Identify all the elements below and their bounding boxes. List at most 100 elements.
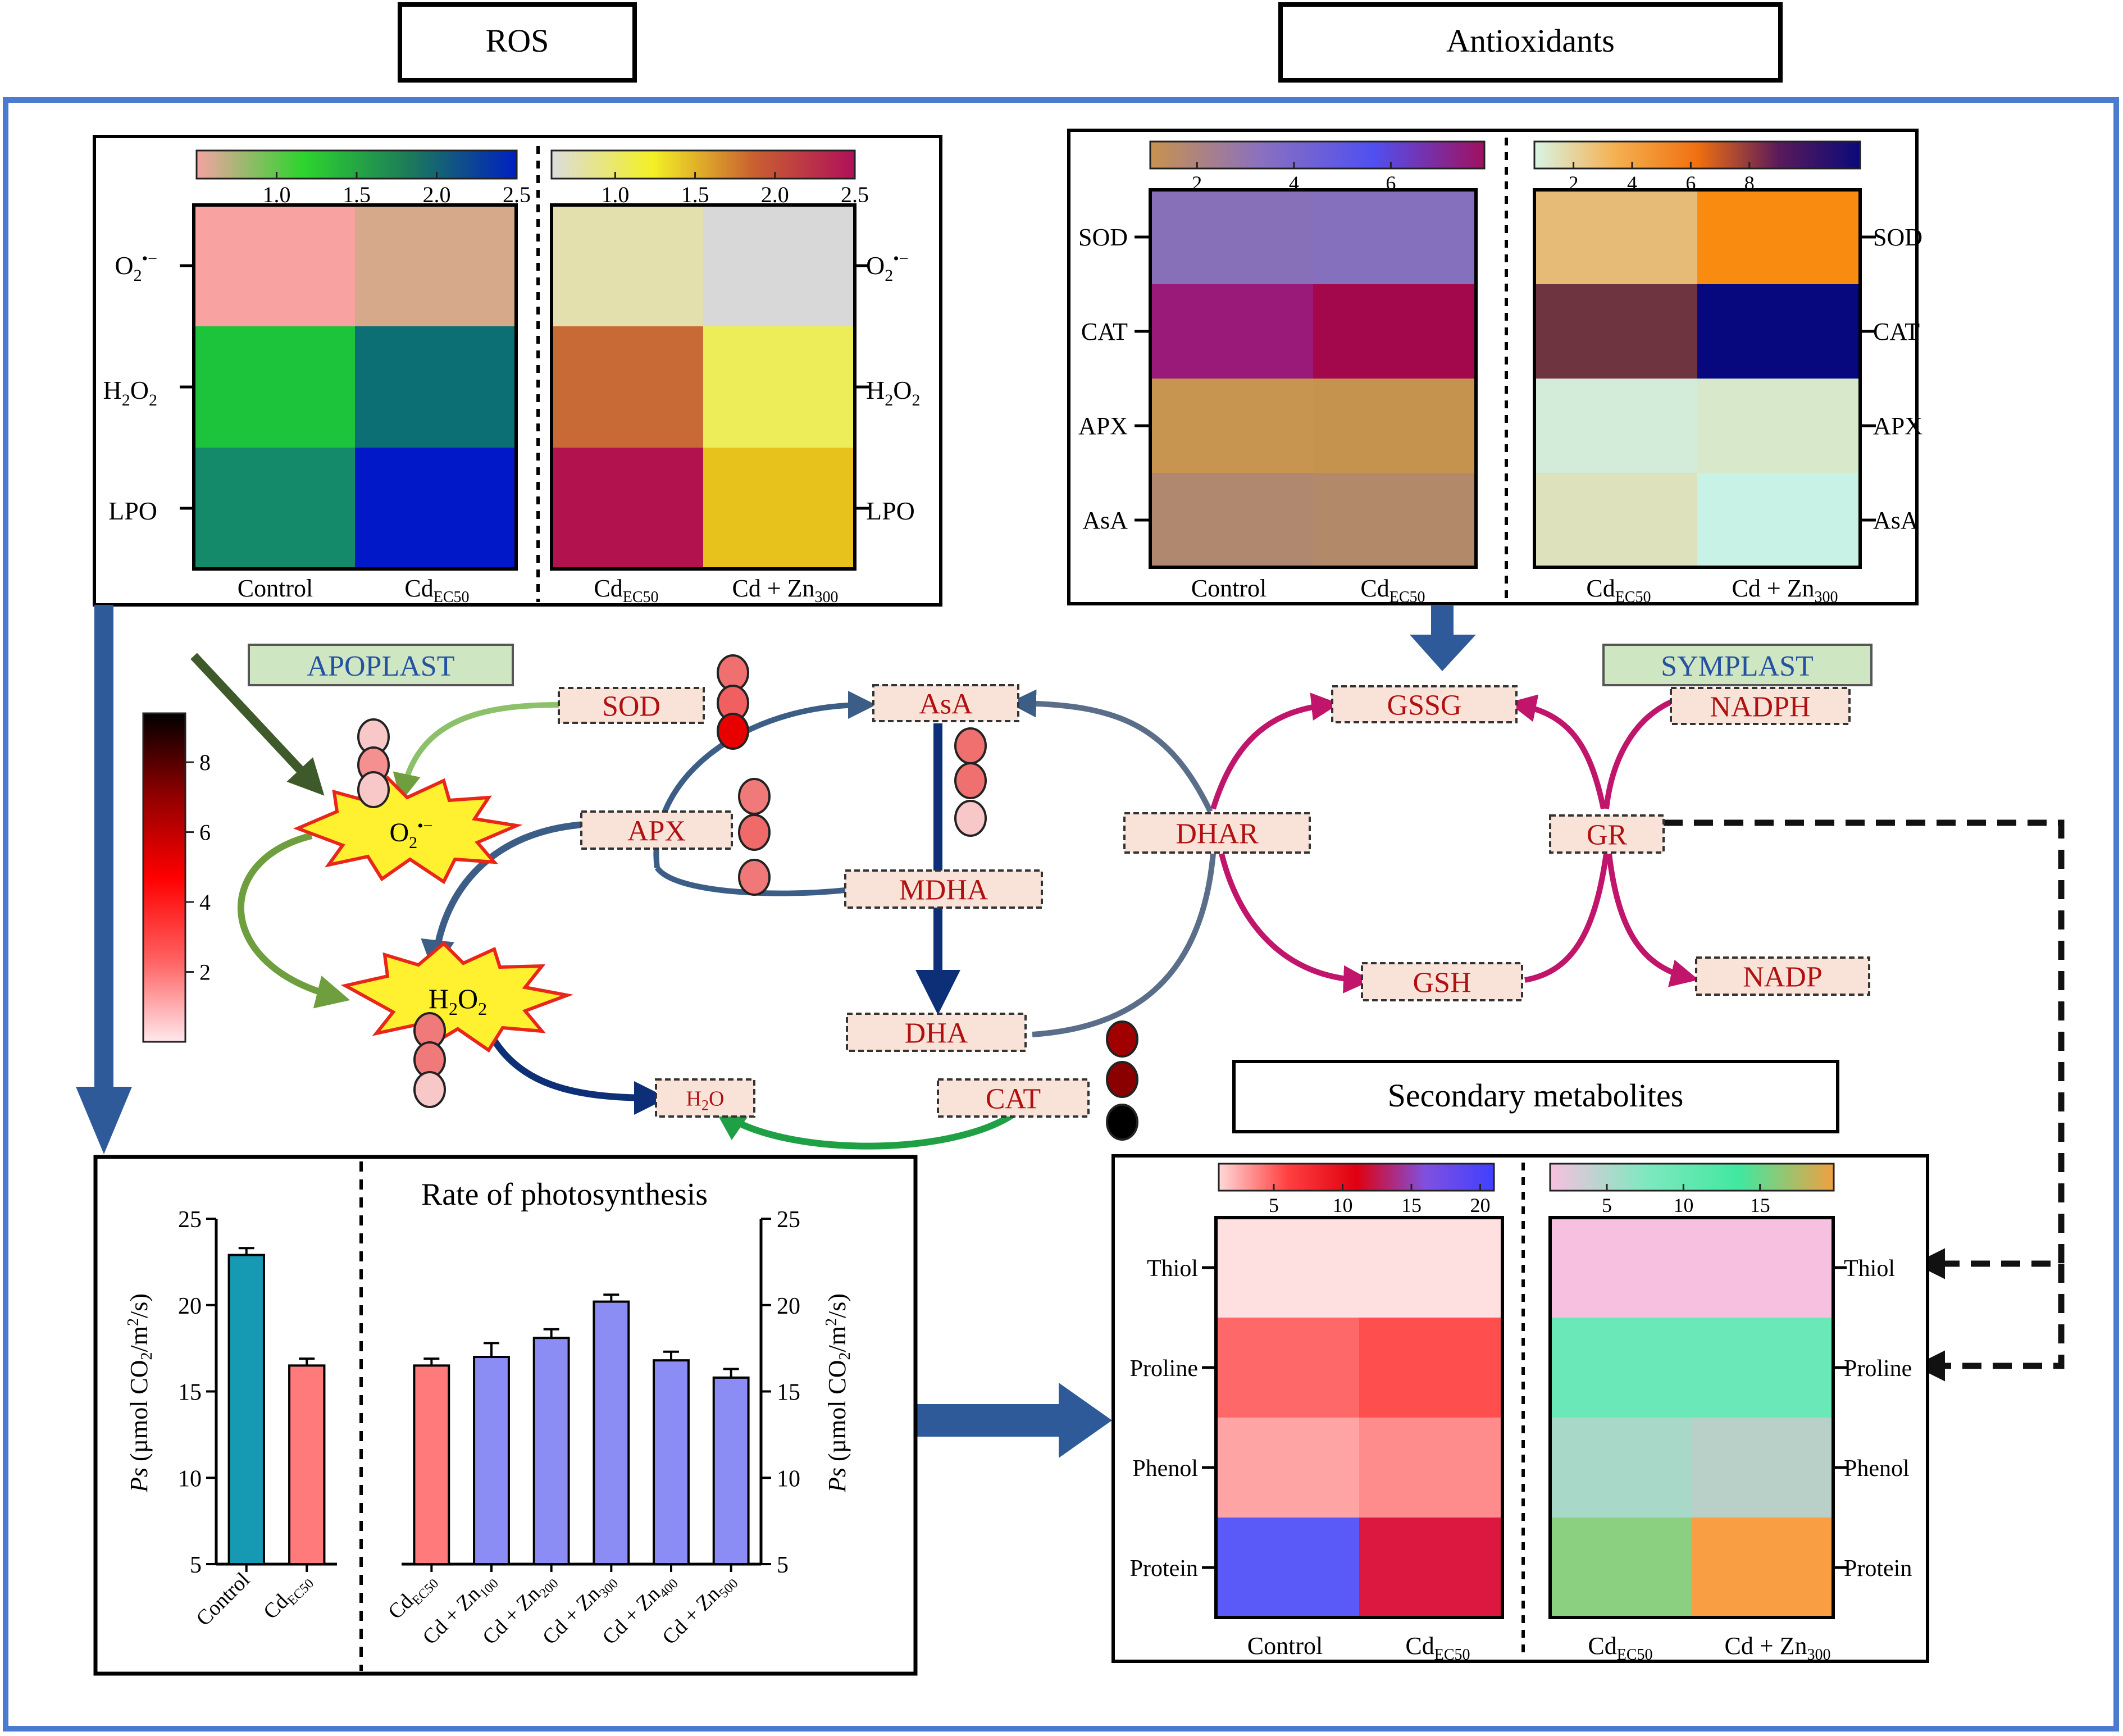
y-tick-label: 25 [178,1207,202,1233]
y-tick-label: 10 [777,1466,800,1492]
enzyme-box-apx: APX [580,810,733,850]
arrow-gr-to-gsh [1524,853,1609,983]
secondary-header-label: Secondary metabolites [1388,1077,1684,1114]
secondary-row-label-right: Protein [1844,1556,1912,1582]
enzyme-label-cat: CAT [986,1083,1041,1115]
secondary-left-border [1214,1216,1504,1619]
scale-tick-label: 20 [1470,1194,1491,1216]
enzyme-box-frame [1549,814,1665,854]
symplast-label: SYMPLAST [1602,644,1873,686]
scale-tick-label: 2.5 [841,182,869,207]
ros-right-cell [703,205,855,326]
y-tick-label: 5 [190,1552,202,1578]
antiox-row-label-right: CAT [1873,318,1920,345]
y-tick-label: 5 [777,1552,789,1578]
antiox-row-label: SOD [1078,224,1128,251]
fold-change-circle [1106,1061,1138,1098]
antiox-col-labels: Control CdEC50 CdEC50 Cd + Zn300 [1191,575,1838,606]
y-tick-label: 25 [777,1207,800,1233]
secondary-row-label-right: Phenol [1844,1456,1910,1482]
secondary-right-cell [1692,1218,1833,1318]
ros-header-label: ROS [486,22,549,59]
ros-left-cell [194,205,355,326]
enzyme-label-mdha: MDHA [899,874,988,906]
antiox-left-cell [1150,284,1313,379]
secondary-row-label: Thiol [1147,1256,1198,1282]
scale-tick-label: 15 [1750,1194,1770,1216]
antiox-left-cell [1313,284,1476,379]
secondary-left-cell [1359,1418,1502,1518]
bar [288,1364,326,1565]
antiox-right-color-scale [1533,140,1861,170]
arrow-dhar-to-gssg [1210,692,1340,810]
y-tick-label: 20 [178,1293,202,1319]
ros-right-cell [703,448,855,569]
fold-change-circle [1106,1020,1138,1058]
enzyme-box-frame [1361,962,1523,1001]
h2o2-burst-star [340,941,574,1053]
fold-change-circle [738,814,771,851]
arrow-head-right [1059,1383,1112,1458]
apoplast-text: APOPLAST [307,650,455,682]
ros-right-cell [552,326,703,448]
scale-tick-label: 1.5 [681,182,709,207]
arrow-cat-to-h2o [713,1107,1019,1150]
ros-right-color-scale [550,149,856,180]
h2o2-burst: H2O2 [340,941,574,1053]
secondary-row-label-right: Thiol [1844,1256,1895,1282]
enzyme-box-frame [1695,956,1870,996]
antiox-row-label-right: SOD [1873,224,1922,251]
fold-change-circle [954,727,987,764]
ros-col-labels: Control CdEC50 CdEC50 Cd + Zn300 [238,575,839,606]
scale-tick-label: 5 [1602,1194,1612,1216]
bar [653,1359,690,1565]
bar [413,1364,450,1565]
antioxidants-header-label: Antioxidants [1446,22,1615,59]
asa-cycle-bottom [654,865,846,896]
enzyme-box-h2o: H2O [655,1078,755,1118]
antiox-right-cell [1534,284,1697,379]
enzyme-box-frame [558,687,705,724]
antiox-left-cell [1313,473,1476,567]
secondary-row-label: Phenol [1132,1456,1198,1482]
arrow-photo-to-secondary-stem [893,1404,1062,1437]
enzyme-box-frame [937,1078,1090,1118]
enzyme-box-frame [844,869,1043,909]
scale-tick-label: 2.0 [423,182,451,207]
secondary-right-cell [1692,1518,1833,1617]
fold-change-circle [954,762,987,799]
antiox-left-border [1149,188,1478,569]
fold-change-circle [1106,1104,1138,1141]
ros-right-cell [703,326,855,448]
secondary-right-cell [1692,1318,1833,1418]
ros-left-cell [355,448,516,569]
secondary-left-cell [1216,1518,1359,1617]
photo-ylabel-left: Ps (µmol CO2/m2/s) [125,1293,156,1493]
row-label-h2o2: H2O2 [103,376,157,409]
scale-tick-label: 10 [1333,1194,1353,1216]
secondary-right-cell [1692,1418,1833,1518]
arrow-head-down-left [76,1087,132,1154]
antiox-left-cell [1313,190,1476,284]
enzyme-box-sod: SOD [558,687,705,724]
photo-title: Rate of photosynthesis [421,1177,708,1212]
row-label-h2o2-right: H2O2 [866,376,920,409]
fold-change-circle [738,859,771,896]
olive-arrow-into-o2 [190,653,325,796]
antiox-row-label-right: AsA [1873,507,1919,534]
legend-tick-label: 8 [199,750,211,775]
legend-tick-label: 2 [199,960,211,985]
fold-change-circle [738,778,771,815]
antioxidants-header: Antioxidants [1278,2,1783,83]
sm-col-label-control: Control [1247,1632,1323,1660]
ros-left-cell [194,448,355,569]
arrow-ros-to-photosynthesis [94,605,113,1088]
fold-change-color-bar [142,712,186,1043]
enzyme-box-gsh: GSH [1361,962,1523,1001]
outer-frame [3,97,2119,1732]
antiox-row-label: APX [1078,412,1128,440]
